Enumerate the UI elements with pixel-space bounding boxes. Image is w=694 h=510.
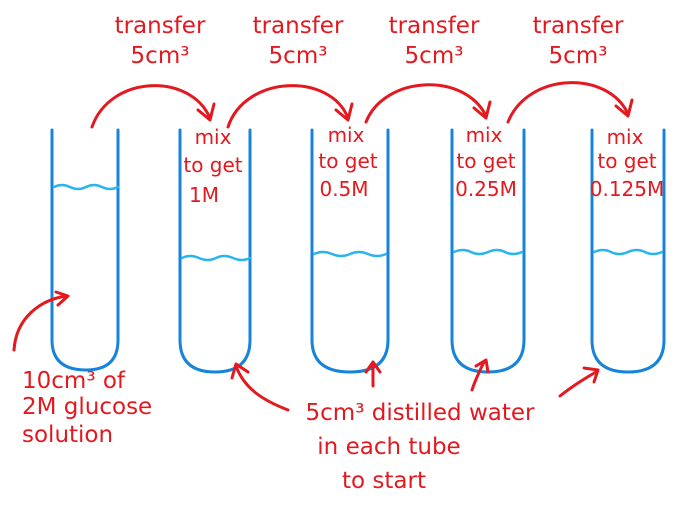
- tube-2-label-line1: mix: [328, 123, 365, 147]
- transfer-label-4-line1: transfer: [533, 13, 624, 39]
- tube-stock-outline: [50, 128, 120, 372]
- tube-3-label-line2: to get: [456, 149, 515, 173]
- tube-4-label-line1: mix: [607, 125, 644, 149]
- liquid-level-tube-4: [592, 248, 664, 256]
- tube-3-label-line1: mix: [466, 123, 503, 147]
- stock-label-line2: 2M glucose: [22, 394, 152, 420]
- tube-1-label-line3: 1M: [189, 183, 219, 207]
- liquid-level-tube-3: [452, 248, 524, 256]
- transfer-arrow-3: [364, 83, 492, 124]
- water-label-line2: in each tube: [317, 434, 460, 460]
- water-arrow-tube-2: [364, 360, 382, 388]
- stock-label-line1: 10cm³ of: [22, 368, 126, 394]
- water-annotation: 5cm³ distilled water in each tube to sta…: [230, 358, 600, 494]
- transfer-arrows: [90, 81, 634, 129]
- transfer-label-3-line1: transfer: [389, 13, 480, 39]
- tube-4-outline: [590, 128, 666, 374]
- stock-label-line3: solution: [22, 422, 113, 448]
- water-label-line1: 5cm³ distilled water: [306, 400, 536, 426]
- transfer-labels: transfer 5cm³ transfer 5cm³ transfer 5cm…: [115, 13, 624, 69]
- transfer-arrow-4: [506, 81, 634, 124]
- tube-1-label-line2: to get: [183, 153, 242, 177]
- tube-2-label-line2: to get: [318, 149, 377, 173]
- test-tubes: [50, 128, 666, 374]
- water-arrow-tube-3: [470, 358, 490, 392]
- transfer-label-2-line1: transfer: [253, 13, 344, 39]
- tube-3-label-line3: 0.25M: [455, 177, 517, 201]
- tube-4-label-line3: 0.125M: [590, 177, 665, 201]
- liquid-level-tube-1: [180, 254, 252, 262]
- tube-4-label-line2: to get: [597, 149, 656, 173]
- transfer-label-2-line2: 5cm³: [269, 43, 328, 69]
- liquid-levels: [52, 183, 664, 262]
- liquid-level-tube-2: [312, 250, 388, 258]
- tube-labels: mix to get 1M mix to get 0.5M mix to get…: [183, 123, 664, 207]
- tube-1-outline: [178, 128, 252, 374]
- tube-2-outline: [310, 128, 390, 374]
- transfer-arrow-2: [226, 84, 354, 129]
- transfer-arrow-1: [90, 84, 216, 129]
- water-label-line3: to start: [342, 468, 426, 494]
- water-arrow-tube-1: [230, 362, 290, 412]
- transfer-label-4-line2: 5cm³: [549, 43, 608, 69]
- tube-2-label-line3: 0.5M: [319, 177, 368, 201]
- water-arrow-tube-4: [558, 366, 600, 398]
- transfer-label-1-line1: transfer: [115, 13, 206, 39]
- transfer-label-1-line2: 5cm³: [131, 43, 190, 69]
- tube-1-label-line1: mix: [195, 125, 232, 149]
- stock-annotation: 10cm³ of 2M glucose solution: [12, 290, 152, 448]
- stock-arrow: [12, 290, 70, 352]
- liquid-level-stock: [52, 183, 120, 191]
- transfer-label-3-line2: 5cm³: [405, 43, 464, 69]
